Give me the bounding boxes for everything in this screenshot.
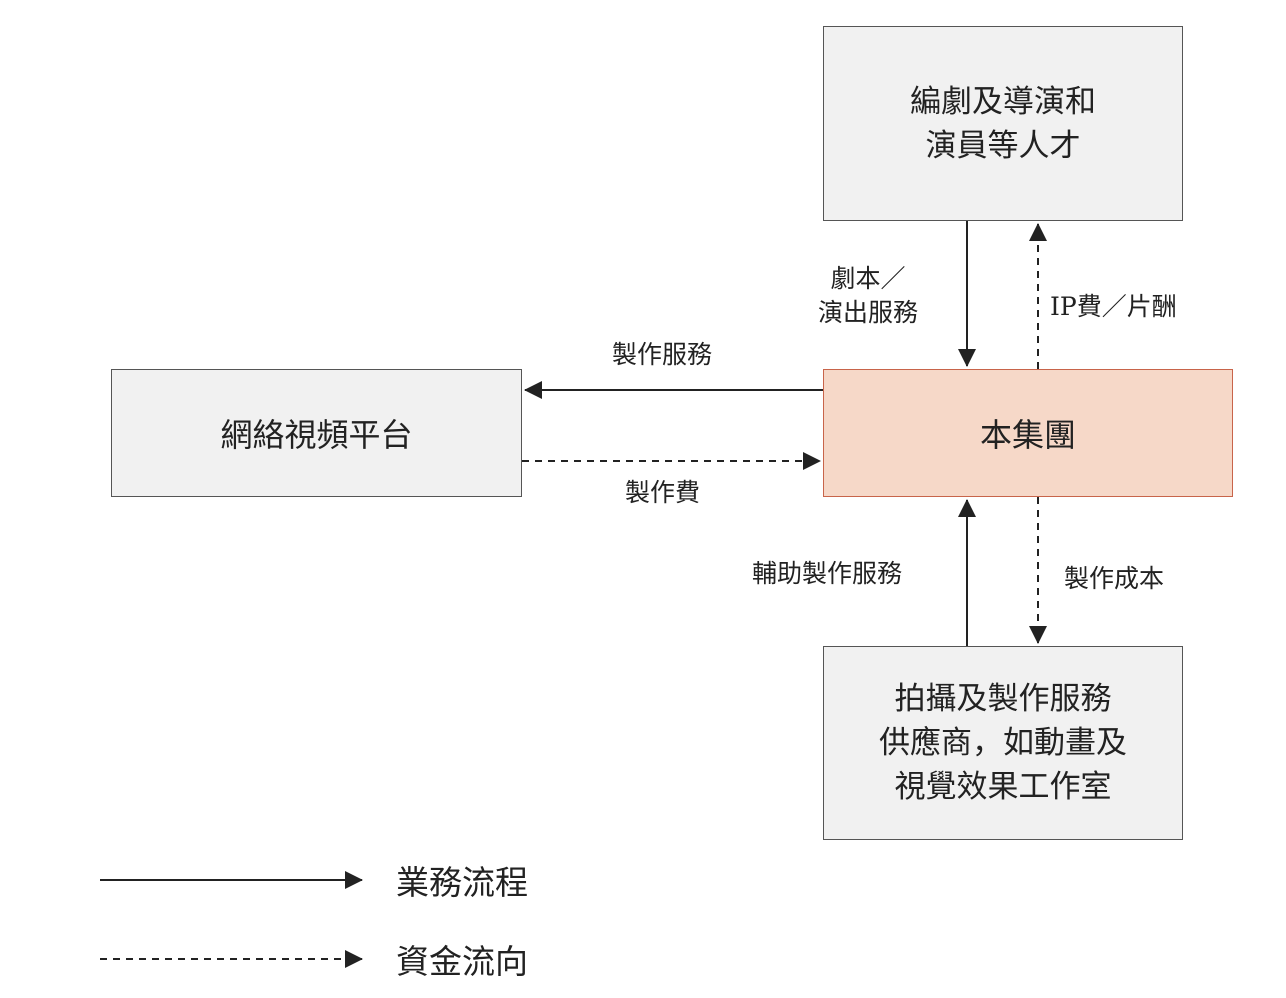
edge-label-production-fee: 製作費 (625, 478, 701, 507)
edge-label-production-cost: 製作成本 (1064, 564, 1165, 593)
legend-fund-flow: 資金流向 (396, 942, 528, 981)
group-node: 本集團 (823, 369, 1233, 497)
edge-label-production-service: 製作服務 (612, 340, 713, 369)
edge-label-ip-fee: IP費／片酬 (1050, 292, 1177, 321)
legend-business-flow: 業務流程 (396, 863, 528, 902)
edge-label-aux-service: 輔助製作服務 (752, 559, 903, 588)
platform-node-label: 網絡視頻平台 (220, 416, 413, 454)
supplier-node-label: 拍攝及製作服務 供應商，如動畫及 視覺效果工作室 (879, 681, 1127, 805)
talent-node-label: 編劇及導演和 演員等人才 (910, 83, 1096, 164)
supplier-node: 拍攝及製作服務 供應商，如動畫及 視覺效果工作室 (823, 646, 1183, 840)
platform-node: 網絡視頻平台 (111, 369, 522, 497)
group-node-label: 本集團 (979, 416, 1076, 454)
edge-label-script-service: 劇本／ 演出服務 (818, 264, 919, 327)
talent-node: 編劇及導演和 演員等人才 (823, 26, 1183, 221)
